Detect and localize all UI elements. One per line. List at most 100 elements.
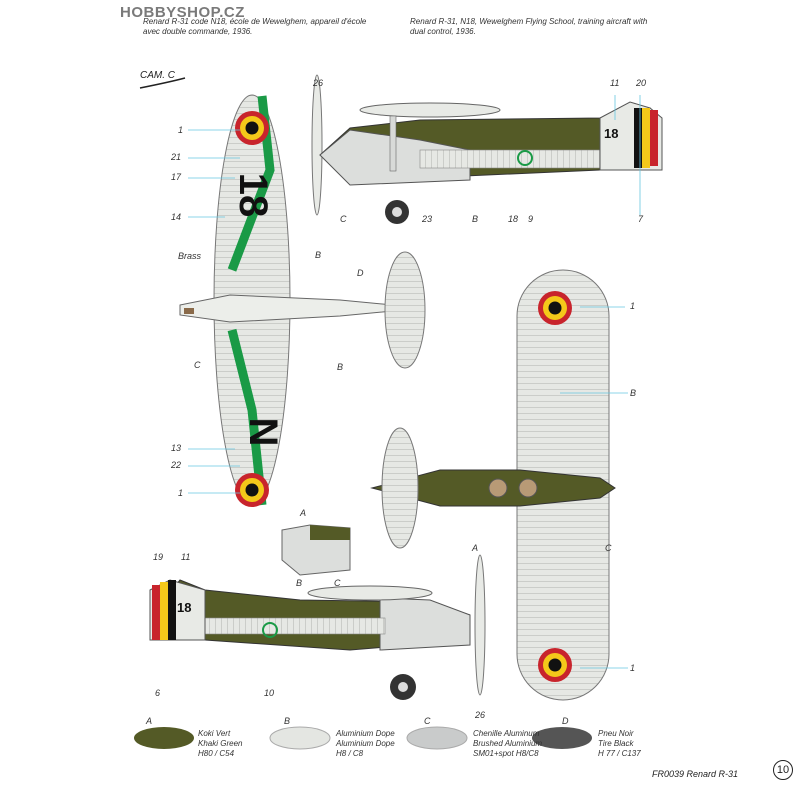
callout-label: 26 [313,78,324,88]
swatch-label-c: Chenille Aluminum Brushed Aluminium SM01… [473,729,542,759]
fuselage-top [179,294,426,323]
swatch-label-d: Pneu Noir Tire Black H 77 / C137 [598,729,641,759]
swatch-label-a: Koki Vert Khaki Green H80 / C54 [198,729,242,759]
callout-label: B [630,388,637,398]
footer-code: FR0039 Renard R-31 [651,769,738,779]
swatch-letter-c: C [424,716,431,726]
swatch-b-line1: Aluminium Dope [336,729,395,738]
tail-stripe-red [650,110,658,166]
callout-label: 1 [178,488,184,498]
caption-french-line1: Renard R-31 code N18, école de Wewelghem… [143,17,367,26]
unit-emblem-lower [262,622,278,638]
swatch-c-line1: Chenille Aluminum [473,729,540,738]
roundel-icon [538,291,572,325]
swatch-d-line1: Pneu Noir [598,729,634,738]
callout-label: 21 [171,152,182,162]
callout-label: 23 [422,214,433,224]
callout-label: 9 [528,214,534,224]
callout-label: 17 [171,172,182,182]
unit-emblem [517,150,533,166]
wheel-hub-lower [398,682,408,692]
swatch-aluminium [269,726,331,750]
swatch-brushed [406,726,468,750]
callout-label: C [194,360,201,370]
swatch-c-line3: SM01+spot H8/C8 [473,749,539,758]
callout-label: B [337,362,344,372]
engine-cowling-lower [379,597,471,651]
swatch-letter-b: B [284,716,291,726]
callout-label: 1 [630,663,636,673]
roundel-icon [235,473,269,507]
caption-english: Renard R-31, N18, Wewelghem Flying Schoo… [410,17,670,37]
tailplane-top [384,251,426,369]
tail-code: 18 [604,126,618,141]
tail-stripe-yellow [642,108,650,168]
callout-label: 11 [181,552,191,562]
roundel-icon [235,111,269,145]
swatch-letter-a: A [146,716,153,726]
callout-label: 1 [178,125,184,135]
swatch-letter-d: D [562,716,569,726]
callout-label: C [605,543,612,553]
tail-code-lower: 18 [177,600,191,615]
callout-label: 11 [610,78,620,88]
tail-stripe-red [152,585,160,640]
top-view: 18 N [179,94,426,507]
watermark-text: HOBBYSHOP.CZ [120,4,245,21]
callout-label: 6 [155,688,161,698]
bottom-view [370,269,616,701]
detail-view [281,524,351,576]
camo-label: CAM. C [140,70,175,81]
tail-stripe-black [634,108,642,168]
detail-khaki [310,525,350,540]
callout-label: C [334,578,341,588]
callout-label: 14 [171,212,182,222]
caption-english-line2: dual control, 1936. [410,27,476,36]
callout-label: 18 [508,214,519,224]
swatch-a-line1: Koki Vert [198,729,231,738]
callout-label: 20 [636,78,647,88]
leader-lines [188,95,641,669]
callout-label: 26 [475,710,486,720]
wheel-hub [392,207,402,217]
callout-label: 19 [153,552,164,562]
callout-label: C [340,214,347,224]
brass-fitting [184,308,194,314]
callout-label: 7 [638,214,644,224]
camo-swoosh [139,77,186,89]
wing-code-lower: N [241,418,285,447]
tailplane-bottom [381,427,419,549]
swatch-d-line3: H 77 / C137 [598,749,641,758]
callout-label: 10 [264,688,275,698]
strut [389,115,397,172]
fuselage-panel-lower [204,617,386,635]
roundel-icon [538,648,572,682]
tail-stripe-black [168,580,176,640]
callout-label: 22 [171,460,182,470]
side-view-upper: 18 [311,74,663,224]
upper-wing-side [359,102,501,118]
swatch-b-line3: H8 / C8 [336,749,364,758]
callout-label: 1 [630,301,636,311]
swatch-a-line3: H80 / C54 [198,749,235,758]
propeller-lower [474,554,486,696]
callout-label: B [296,578,303,588]
callout-label: 13 [171,443,182,453]
caption-english-line1: Renard R-31, N18, Wewelghem Flying Schoo… [410,17,648,26]
page-number: 10 [773,760,793,780]
caption-french-line2: avec double commande, 1936. [143,27,253,36]
callout-label: B [315,250,322,260]
callout-label: A [472,543,479,553]
swatch-d-line2: Tire Black [598,739,634,748]
wing-code-upper: 18 [231,173,275,218]
green-stripe [227,328,267,506]
swatch-tire-black [532,727,592,749]
callout-label: B [472,214,479,224]
swatch-label-b: Aluminium Dope Aluminium Dope H8 / C8 [336,729,395,759]
cockpit-rear [518,478,538,498]
callout-label: A [300,508,307,518]
cockpit-front [488,478,508,498]
callout-label: Brass [178,251,202,261]
swatch-khaki [134,727,194,749]
